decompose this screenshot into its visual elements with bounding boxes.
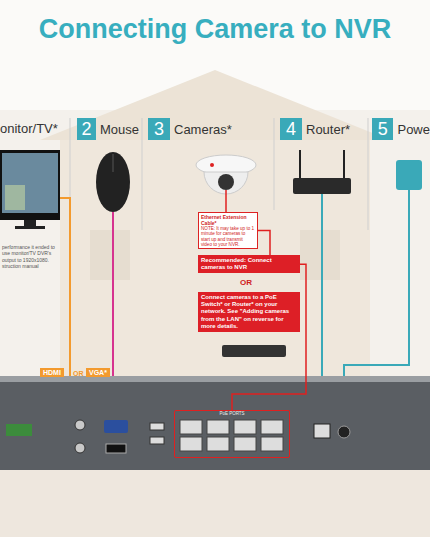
node-text: Connect cameras to a PoE Switch* or Rout… — [201, 294, 297, 330]
note-box: Ethernet Extension Cable*NOTE: It may ta… — [198, 212, 258, 249]
poe-port — [207, 420, 229, 434]
vga-port — [104, 420, 128, 433]
monitor-stand — [24, 220, 36, 226]
poe-port-block: PoE PORTS — [174, 410, 290, 458]
floor — [0, 470, 430, 537]
or-text: OR — [73, 370, 84, 377]
camera-lens — [218, 174, 234, 190]
callout-header: 3 Cameras* — [148, 118, 238, 140]
callout-header: 2 Mouse — [77, 118, 139, 140]
note-text: performance it ended to use monitor/TV D… — [2, 244, 64, 269]
callout-header: 5 Powe — [372, 118, 430, 140]
poe-port — [207, 437, 229, 451]
diagram-title: Connecting Camera to NVR — [0, 14, 430, 45]
node-text: Mouse — [100, 122, 139, 137]
ethernet-connector — [258, 231, 270, 255]
house-window — [300, 230, 340, 280]
house-roof — [40, 70, 390, 140]
column-divider — [274, 118, 275, 210]
node-text: Powe — [397, 122, 430, 137]
monitor-image — [5, 185, 25, 210]
node-text: NOTE: It may take up to 1 minute for cam… — [201, 226, 255, 247]
column-divider — [368, 118, 369, 230]
lan-port — [314, 424, 330, 438]
node-text: Router* — [306, 122, 350, 137]
column-divider — [142, 118, 143, 230]
monitor-base — [15, 226, 45, 229]
power-adapter — [396, 160, 422, 190]
mouse-body — [96, 152, 130, 212]
or-text: OR — [240, 278, 252, 287]
audio-jack — [75, 443, 85, 453]
router-antenna — [299, 150, 301, 178]
usb-port — [150, 423, 164, 430]
nvr-top — [0, 376, 430, 382]
ethernet-connector — [232, 264, 306, 410]
node-text: Recommended: Connect cameras to NVR — [201, 257, 297, 271]
node-text: Cameras* — [174, 122, 232, 137]
audio-jack — [75, 420, 85, 430]
camera-cable — [225, 190, 227, 212]
port-tag: HDMI — [40, 368, 64, 377]
poe-switch — [222, 345, 286, 357]
poe-port — [234, 437, 256, 451]
monitor-frame — [0, 150, 60, 220]
poe-port — [261, 420, 283, 434]
callout-number: 5 — [372, 118, 393, 140]
nvr-back-panel — [0, 382, 430, 470]
router-body — [293, 178, 351, 194]
dc-jack — [338, 426, 350, 438]
port-tag: VGA* — [86, 368, 110, 377]
house-wall — [60, 140, 370, 380]
poe-port — [180, 420, 202, 434]
hdmi-port — [106, 444, 126, 453]
callout-number: 4 — [280, 118, 302, 140]
poe-port — [261, 437, 283, 451]
instruction-box: Recommended: Connect cameras to NVR — [198, 255, 300, 273]
node-text: PoE PORTS — [175, 412, 289, 417]
mouse-seam — [113, 154, 114, 172]
callout-header: 4 Router* — [280, 118, 360, 140]
usb-port — [150, 437, 164, 444]
alarm-terminal — [6, 424, 32, 436]
camera-logo — [210, 163, 214, 167]
house-window — [90, 230, 130, 280]
callout-number: 2 — [77, 118, 96, 140]
monitor-screen — [2, 153, 58, 213]
device-label: onitor/TV* — [0, 121, 70, 136]
poe-port — [180, 437, 202, 451]
poe-port — [234, 420, 256, 434]
instruction-box: Connect cameras to a PoE Switch* or Rout… — [198, 292, 300, 332]
callout-number: 3 — [148, 118, 170, 140]
router-antenna — [343, 150, 345, 178]
node-text: Ethernet Extension Cable* — [201, 214, 255, 226]
